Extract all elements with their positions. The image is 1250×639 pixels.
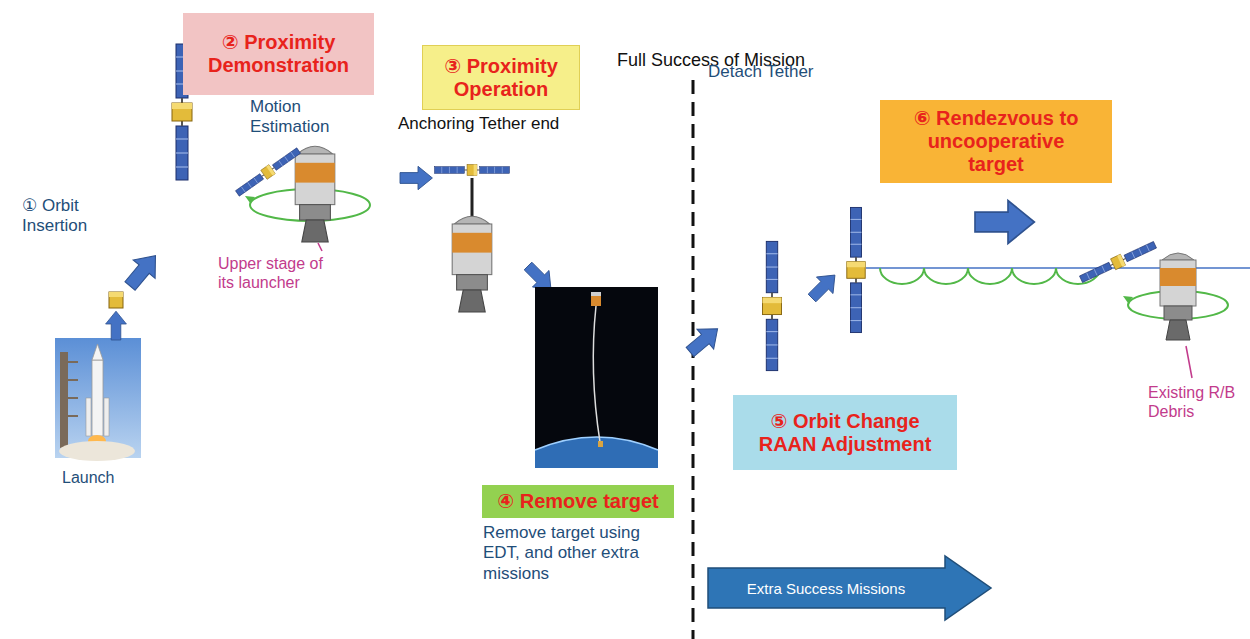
text-holder: ② Proximity Demonstration — [193, 31, 364, 77]
phase-box: ② Proximity Demonstration — [183, 13, 374, 95]
phase-box: ③ Proximity Operation — [422, 45, 580, 110]
flow-arrow — [682, 319, 726, 362]
arrow-outline — [708, 556, 991, 620]
extra-missions-arrow: Extra Success Missions — [707, 555, 992, 621]
part-callout: Existing R/B Debris — [1148, 383, 1246, 421]
stowed-satellite — [109, 292, 123, 308]
text-holder: ⑥ Rendezvous to uncooperative target — [900, 107, 1092, 176]
flow-arrow — [119, 246, 166, 295]
step-note: Detach Tether — [708, 62, 814, 82]
step-note: Motion Estimation — [250, 97, 340, 138]
step-note: Anchoring Tether end — [398, 114, 559, 134]
flow-arrow — [804, 267, 843, 306]
flow-arrow — [106, 311, 127, 340]
text-holder: ⑤ Orbit Change RAAN Adjustment — [749, 410, 941, 456]
phase-title: ④ Remove target — [490, 490, 666, 513]
flow-arrow — [400, 166, 432, 189]
phase-box: ④ Remove target — [482, 485, 674, 518]
arrow-text: Extra Success Missions — [747, 580, 905, 597]
phase-box: ⑤ Orbit Change RAAN Adjustment — [733, 395, 957, 470]
text-holder: ③ Proximity Operation — [433, 55, 569, 101]
launch-photo — [55, 338, 141, 461]
text-holder: Extra Success Missions — [707, 555, 945, 621]
step-note: Remove target using EDT, and other extra… — [483, 523, 658, 584]
mission-divider — [692, 80, 695, 639]
satellite — [847, 207, 865, 332]
debris-scene — [1078, 239, 1228, 378]
tether-scene — [435, 165, 510, 313]
edt-photo — [535, 287, 658, 468]
proximity-scene — [234, 146, 370, 251]
step-label: Launch — [62, 468, 115, 487]
phase-title: ③ Proximity Operation — [433, 55, 569, 101]
part-callout: Upper stage of its launcher — [218, 254, 333, 292]
phase-box: ⑥ Rendezvous to uncooperative target — [880, 100, 1112, 183]
flow-arrow — [975, 201, 1034, 244]
phase-title: ⑤ Orbit Change RAAN Adjustment — [749, 410, 941, 456]
phase-title: ② Proximity Demonstration — [193, 31, 364, 77]
text-holder: ④ Remove target — [490, 490, 666, 513]
phase-title: ⑥ Rendezvous to uncooperative target — [900, 107, 1092, 176]
step-label: ① Orbit Insertion — [22, 196, 107, 237]
satellite — [763, 241, 782, 370]
